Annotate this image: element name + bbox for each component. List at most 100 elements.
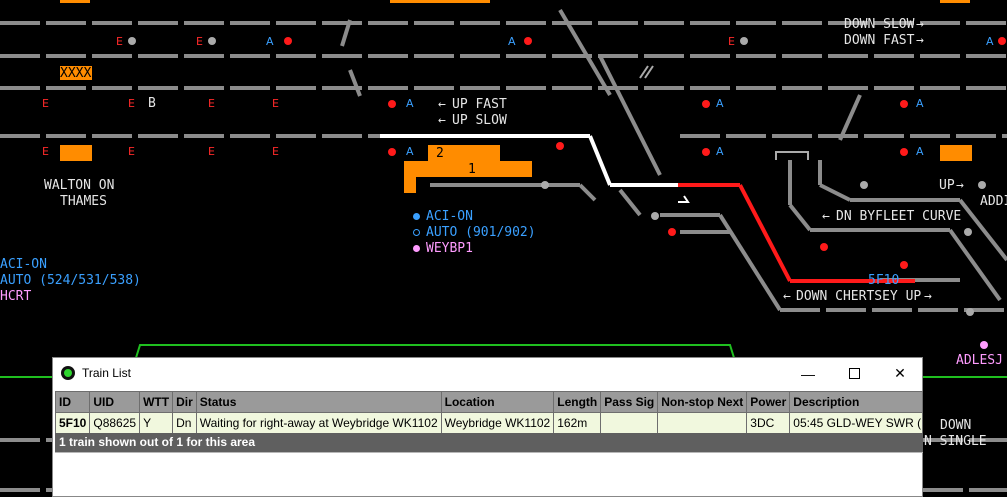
station-name: THAMES — [60, 194, 107, 209]
column-header-id[interactable]: ID — [54, 391, 91, 413]
train-table: ID UID WTT Dir Status Location Length Pa… — [54, 391, 924, 434]
track-label-addi: ADDI — [980, 194, 1007, 209]
cell-wtt: Y — [139, 412, 174, 434]
platform-2-label: 2 — [436, 146, 444, 161]
column-header-wtt[interactable]: WTT — [139, 391, 174, 413]
track-label-dn-byfleet-curve: DN BYFLEET CURVE — [836, 209, 962, 224]
track-label-up-slow: UP SLOW — [452, 113, 507, 128]
signal-e-label: E — [128, 145, 135, 158]
signal-a-label: A — [986, 35, 994, 48]
signal-e-label: E — [208, 145, 215, 158]
maximize-icon — [848, 368, 860, 379]
track-label-up-right: UP — [939, 178, 955, 193]
signal-e-label: E — [208, 97, 215, 110]
legend-auto-text: AUTO (901/902) — [426, 225, 536, 240]
signal-b-label: B — [148, 96, 156, 111]
adlesj-label: ADLESJ — [956, 353, 1003, 368]
legend-left-hcrt: HCRT — [0, 289, 32, 304]
cell-status: Waiting for right-away at Weybridge WK11… — [195, 412, 442, 434]
signal-a-label: A — [716, 145, 724, 158]
track-label-up-fast: UP FAST — [452, 97, 507, 112]
table-row[interactable]: 5F10 Q88625 Y Dn Waiting for right-away … — [54, 412, 924, 434]
cell-uid: Q88625 — [89, 412, 141, 434]
column-header-power[interactable]: Power — [746, 391, 791, 413]
arrow-right-icon: → — [916, 17, 924, 32]
legend-auto: AUTO (901/902) — [413, 225, 536, 240]
track-label-single-right: N SINGLE — [924, 434, 987, 449]
signal-e-label: E — [128, 97, 135, 110]
filled-dot-icon — [413, 213, 420, 220]
maximize-button[interactable] — [831, 358, 877, 389]
minimize-button[interactable]: — — [785, 358, 831, 389]
signal-e-label: E — [42, 145, 49, 158]
column-header-length[interactable]: Length — [553, 391, 602, 413]
cell-location: Weybridge WK1102 — [440, 412, 555, 434]
signal-a-label: A — [406, 97, 414, 110]
minimize-icon: — — [801, 365, 815, 382]
train-app-icon — [61, 366, 75, 380]
signal-a-label: A — [266, 35, 274, 48]
arrow-left-icon: ← — [822, 209, 830, 224]
occupied-track — [678, 183, 915, 283]
signal-a-label: A — [916, 145, 924, 158]
arrow-right-icon: → — [924, 289, 932, 304]
station-name: WALTON ON — [44, 178, 115, 193]
title-bar[interactable]: Train List — ✕ — [53, 358, 922, 389]
signal-a-label: A — [508, 35, 516, 48]
cell-pass-sig — [600, 412, 659, 434]
column-header-pass-sig[interactable]: Pass Sig — [600, 391, 659, 413]
status-footer: 1 train shown out of 1 for this area — [55, 433, 923, 452]
signal-e-label: E — [116, 35, 123, 48]
legend-weybp: WEYBP1 — [413, 241, 473, 256]
column-header-location[interactable]: Location — [440, 391, 555, 413]
column-header-description[interactable]: Description — [789, 391, 924, 413]
arrow-left-icon: ← — [438, 97, 446, 112]
cell-description: 05:45 GLD-WEY SWR ( — [789, 412, 924, 434]
signal-e-label: E — [728, 35, 735, 48]
signal-e-label: E — [196, 35, 203, 48]
legend-left-aci-on: ACI-ON — [0, 257, 47, 272]
signal-a-label: A — [406, 145, 414, 158]
signal-e-label: E — [272, 97, 279, 110]
platform-blocks — [60, 0, 972, 193]
arrow-right-icon: → — [916, 33, 924, 48]
pink-dot-icon — [413, 245, 420, 252]
signal-heads — [128, 37, 1006, 349]
train-berth-5f10[interactable]: 5F10 — [868, 273, 900, 288]
track-label-down-slow: DOWN SLOW — [844, 17, 915, 32]
arrow-right-icon: → — [956, 178, 964, 193]
window-title: Train List — [82, 366, 131, 380]
hollow-dot-icon — [413, 229, 420, 236]
arrow-left-icon: ← — [438, 113, 446, 128]
cell-dir: Dn — [172, 412, 197, 434]
track-label-down-right: DOWN — [940, 418, 972, 433]
column-header-dir[interactable]: Dir — [172, 391, 197, 413]
train-list-window[interactable]: Train List — ✕ ID UID WTT Dir Status Loc… — [52, 357, 924, 497]
legend-aci-on-text: ACI-ON — [426, 209, 473, 224]
legend-aci-on: ACI-ON — [413, 209, 473, 224]
signal-e-label: E — [272, 145, 279, 158]
column-header-status[interactable]: Status — [195, 391, 442, 413]
close-icon: ✕ — [894, 365, 906, 381]
signal-e-label: E — [42, 97, 49, 110]
bracket-marks — [639, 65, 809, 203]
legend-weybp-text: WEYBP1 — [426, 241, 473, 256]
cell-non-stop-next — [657, 412, 748, 434]
cell-power: 3DC — [746, 412, 791, 434]
route-set — [380, 134, 678, 187]
platform-1-label: 1 — [468, 162, 476, 177]
legend-left-auto: AUTO (524/531/538) — [0, 273, 141, 288]
track-label-down-fast: DOWN FAST — [844, 33, 915, 48]
signal-a-label: A — [716, 97, 724, 110]
column-header-non-stop-next[interactable]: Non-stop Next — [657, 391, 748, 413]
platform-xxxx-label: XXXX — [60, 66, 92, 81]
close-button[interactable]: ✕ — [877, 358, 923, 389]
cell-id: 5F10 — [54, 412, 91, 434]
column-header-uid[interactable]: UID — [89, 391, 141, 413]
signal-a-label: A — [916, 97, 924, 110]
track-label-down-chertsey-up: DOWN CHERTSEY UP — [796, 289, 922, 304]
header-row: ID UID WTT Dir Status Location Length Pa… — [54, 391, 924, 413]
arrow-left-icon: ← — [783, 289, 791, 304]
cell-length: 162m — [553, 412, 602, 434]
